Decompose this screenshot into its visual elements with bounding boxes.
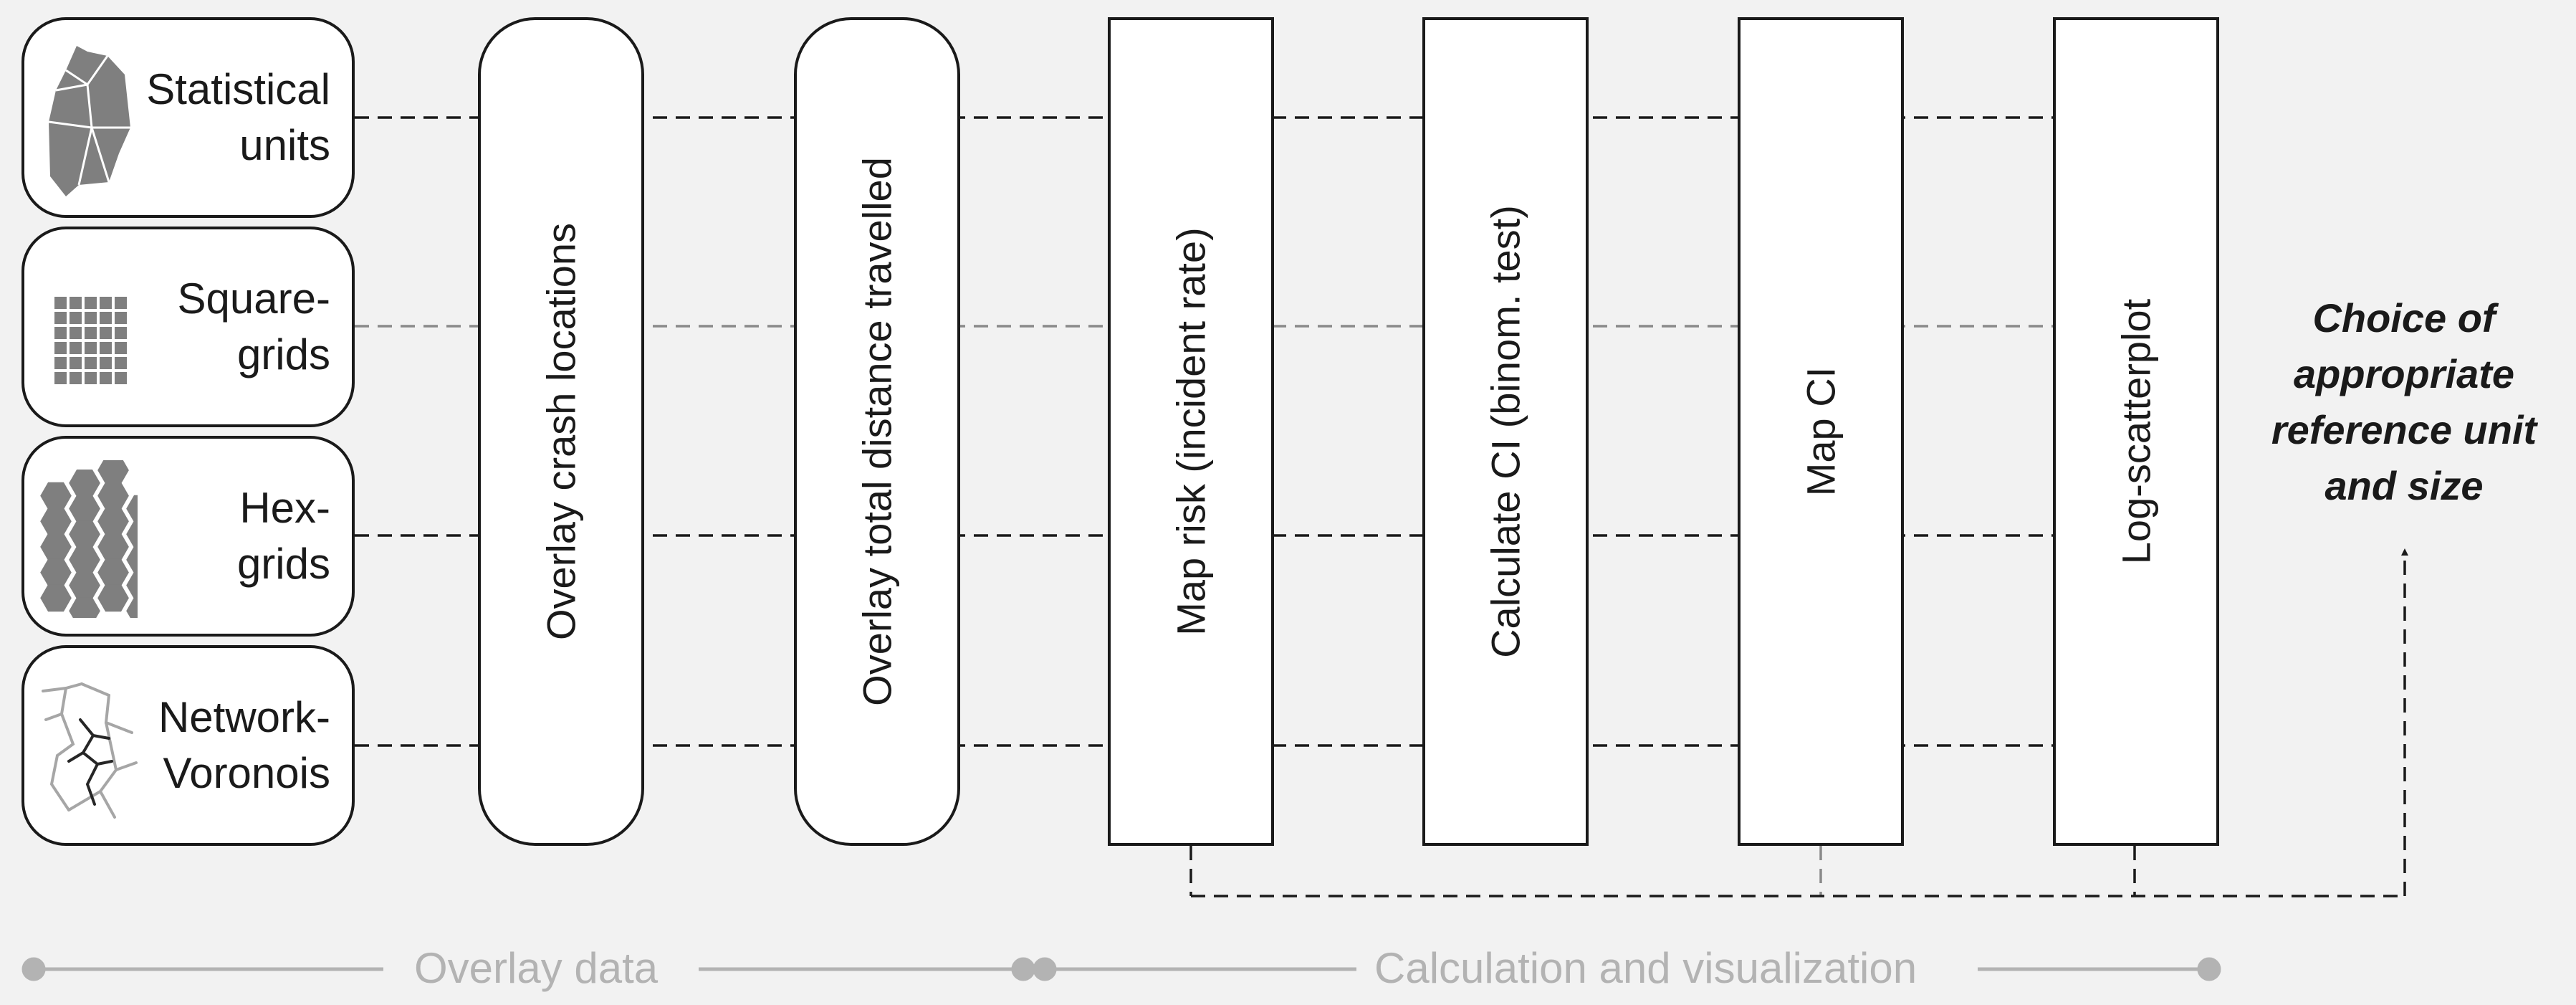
hex-cell	[40, 533, 72, 561]
hex-cell	[97, 508, 129, 535]
step-map-risk: Map risk (incident rate)	[1108, 17, 1274, 846]
hex-cell	[97, 482, 129, 510]
grid-cell	[115, 342, 127, 354]
hex-cell	[40, 482, 72, 510]
grid-cell	[85, 342, 97, 354]
step-overlay-total-distance: Overlay total distance travelled	[794, 17, 960, 846]
unit-label-line: Square-	[177, 275, 330, 323]
unit-label-line: grids	[236, 330, 330, 378]
grid-cell	[100, 312, 112, 324]
grid-cell	[70, 342, 82, 354]
hex-cell	[97, 533, 129, 561]
unit-box-network-voronois: Network- Voronois	[21, 645, 355, 846]
hex-cell	[69, 546, 100, 573]
square-grid-icon	[54, 297, 127, 384]
grid-cell	[54, 342, 67, 354]
unit-label-network-voronois: Network- Voronois	[158, 690, 330, 801]
grid-cell	[70, 357, 82, 369]
step-label: Log-scatterplot	[2113, 298, 2159, 565]
step-label: Map CI	[1798, 366, 1844, 497]
grid-cell	[100, 327, 112, 339]
grid-cell	[115, 372, 127, 384]
unit-label-line: Statistical	[146, 65, 330, 113]
hex-cell	[126, 495, 138, 523]
grid-cell	[100, 372, 112, 384]
conclusion-text: Choice of appropriate reference unit and…	[2239, 290, 2569, 514]
polygon-map-icon	[48, 46, 130, 196]
grid-cell	[115, 357, 127, 369]
unit-label-statistical-units: Statistical units	[146, 62, 330, 173]
phase-dot-calc-start	[1033, 957, 1057, 981]
hex-cell	[97, 584, 129, 612]
hex-cell	[97, 558, 129, 586]
hex-cell	[69, 495, 100, 523]
network-voronoi-icon	[42, 682, 138, 819]
grid-cell	[70, 312, 82, 324]
phase-dot-end	[2197, 957, 2221, 981]
hex-grid-icon	[40, 460, 138, 618]
step-label: Overlay crash locations	[538, 222, 584, 641]
grid-cell	[54, 327, 67, 339]
unit-label-square-grids: Square- grids	[178, 271, 330, 383]
grid-cell	[54, 297, 67, 309]
step-log-scatterplot: Log-scatterplot	[2053, 17, 2219, 846]
grid-cell	[100, 297, 112, 309]
grid-cell	[70, 297, 82, 309]
hex-cell	[126, 520, 138, 548]
hex-cell	[97, 460, 129, 484]
hex-cell	[126, 546, 138, 573]
step-calculate-ci: Calculate CI (binom. test)	[1422, 17, 1589, 846]
step-label: Map risk (incident rate)	[1168, 227, 1214, 636]
grid-cell	[54, 357, 67, 369]
step-label: Calculate CI (binom. test)	[1483, 205, 1528, 658]
step-label: Overlay total distance travelled	[854, 157, 900, 706]
hex-cell	[69, 470, 100, 497]
unit-box-hex-grids: Hex- grids	[21, 436, 355, 637]
grid-cell	[54, 372, 67, 384]
grid-cell	[85, 327, 97, 339]
hex-cell	[126, 597, 138, 618]
hex-cell	[69, 597, 100, 618]
grid-cell	[85, 297, 97, 309]
grid-cell	[115, 312, 127, 324]
step-map-ci: Map CI	[1738, 17, 1904, 846]
hex-cell	[126, 571, 138, 599]
conclusion-line: appropriate	[2293, 351, 2515, 396]
grid-cell	[100, 357, 112, 369]
unit-label-line: grids	[236, 540, 330, 588]
unit-label-hex-grids: Hex- grids	[237, 480, 330, 592]
grid-cell	[70, 327, 82, 339]
unit-box-statistical-units: Statistical units	[21, 17, 355, 218]
phase-label-calculation-visualization: Calculation and visualization	[1374, 944, 1917, 992]
unit-label-line: units	[239, 121, 330, 169]
hex-cell	[69, 520, 100, 548]
unit-label-line: Hex-	[239, 484, 330, 532]
grid-cell	[115, 297, 127, 309]
hex-cell	[69, 571, 100, 599]
hex-cell	[40, 584, 72, 612]
grid-cell	[100, 342, 112, 354]
grid-cell	[85, 357, 97, 369]
unit-label-line: Voronois	[163, 749, 331, 797]
grid-cell	[70, 372, 82, 384]
phase-label-overlay-data: Overlay data	[414, 944, 659, 992]
grid-cell	[85, 372, 97, 384]
conclusion-line: reference unit	[2271, 407, 2537, 452]
hex-cell	[40, 508, 72, 535]
conclusion-line: Choice of	[2312, 295, 2496, 340]
grid-cell	[115, 327, 127, 339]
grid-cell	[54, 312, 67, 324]
unit-label-line: Network-	[158, 693, 330, 741]
unit-box-square-grids: Square- grids	[21, 227, 355, 427]
conclusion-line: and size	[2324, 463, 2484, 508]
grid-cell	[85, 312, 97, 324]
step-overlay-crash-locations: Overlay crash locations	[478, 17, 644, 846]
phase-dot-start	[21, 957, 46, 981]
phase-dot-overlay-end	[1011, 957, 1035, 981]
hex-cell	[40, 558, 72, 586]
